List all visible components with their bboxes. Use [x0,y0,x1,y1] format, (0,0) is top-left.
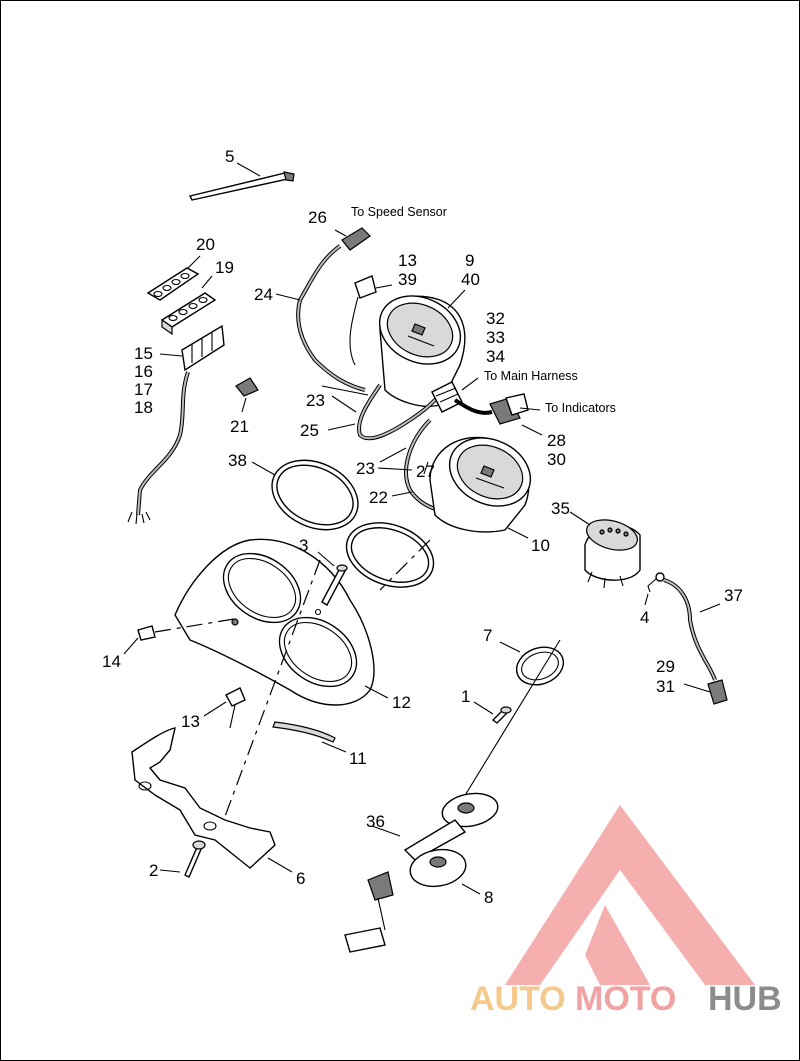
small-screw-part [491,706,512,724]
callout-36: 36 [366,812,385,831]
callout-11: 11 [349,749,367,768]
indicator-lead-part [647,572,728,705]
screw-part [321,564,348,606]
callout-21: 21 [230,417,249,436]
watermark-logo-icon [505,805,755,985]
terminal-harness-part [127,324,225,525]
callout-20: 20 [196,235,215,254]
callout-18: 18 [134,398,153,417]
callout-23-upper: 23 [306,391,325,410]
callout-2: 2 [149,861,158,880]
callout-7: 7 [483,626,492,645]
callout-35: 35 [551,499,570,518]
speed-sensor-lead-part [296,227,371,392]
callout-15: 15 [134,344,153,363]
callout-31: 31 [656,677,675,696]
callout-10: 10 [531,536,550,555]
note-to-indicators: To Indicators [545,401,616,415]
callout-8: 8 [484,888,493,907]
callout-30: 30 [547,450,566,469]
indicator-housing-part [584,519,641,589]
callout-19: 19 [215,258,234,277]
callout-12: 12 [392,693,411,712]
tachometer-part [429,436,532,533]
note-to-main-harness: To Main Harness [484,369,578,383]
lamp-socket-part [225,687,246,729]
seal-ring-part [515,646,565,686]
watermark-hub: HUB [708,980,782,1018]
connector-block-part [146,267,217,336]
watermark-moto: MOTO [575,980,676,1018]
mounting-bracket-part [131,727,276,869]
callout-9: 9 [465,251,474,270]
callout-38: 38 [228,451,247,470]
plug-part [137,617,241,641]
callout-32: 32 [486,309,505,328]
lens-ring-part [345,522,435,588]
gasket-ring-large-part [271,459,359,531]
callout-23-lower: 23 [356,459,375,478]
indicator-bracket-part [344,792,499,953]
callout-39: 39 [398,270,417,289]
clip-part [235,377,259,397]
callout-27: 27 [416,462,435,481]
callout-24: 24 [254,285,273,304]
watermark-auto: AUTO [470,980,566,1018]
note-to-speed-sensor: To Speed Sensor [351,205,447,219]
callout-16: 16 [134,362,153,381]
speedometer-part [378,295,466,407]
trim-strip-part [272,721,336,743]
callout-14: 14 [102,652,121,671]
callout-17: 17 [134,380,153,399]
callout-29: 29 [656,657,675,676]
callout-33: 33 [486,328,505,347]
callout-37: 37 [724,586,743,605]
callout-28: 28 [547,431,566,450]
cable-strap-part [188,171,295,201]
gauge-housing-part [174,538,375,706]
callout-40: 40 [461,270,480,289]
callout-22: 22 [369,488,388,507]
bulb-socket-part [349,275,377,366]
callout-25: 25 [300,421,319,440]
callout-13-upper: 13 [398,251,417,270]
callout-1: 1 [461,687,470,706]
callout-5: 5 [225,147,234,166]
callout-3: 3 [299,536,308,555]
callout-26: 26 [308,208,327,227]
callout-6: 6 [296,869,305,888]
callout-4: 4 [640,608,649,627]
callout-34: 34 [486,347,505,366]
bolt-part [184,840,206,878]
callout-13-lower: 13 [181,712,200,731]
